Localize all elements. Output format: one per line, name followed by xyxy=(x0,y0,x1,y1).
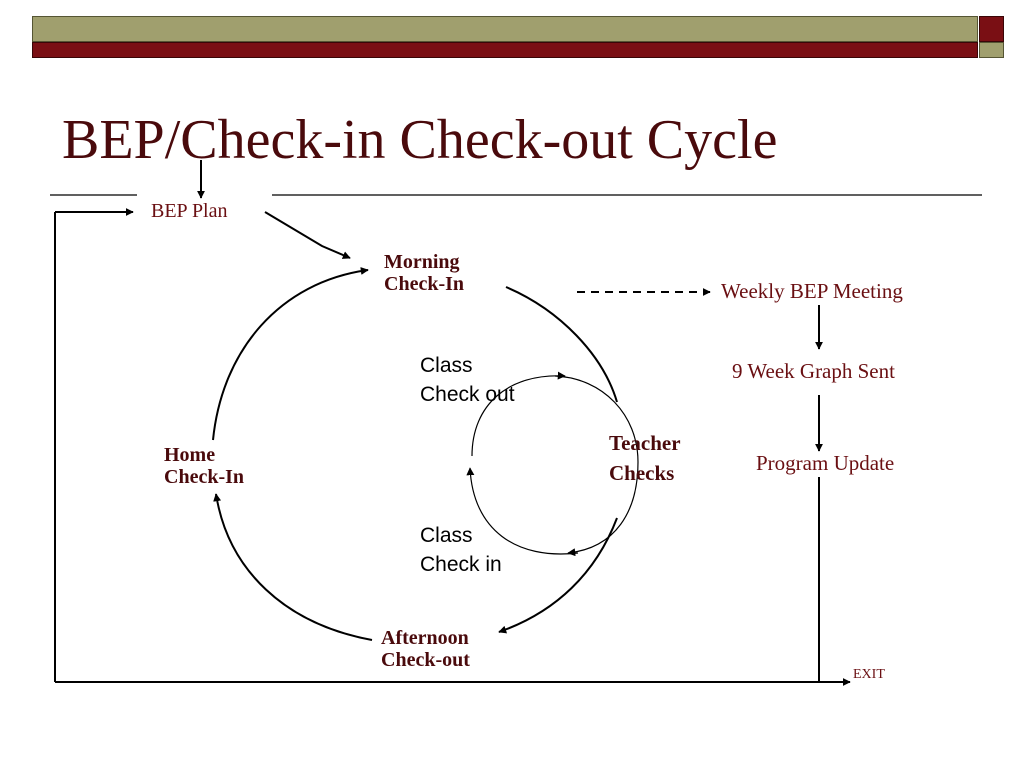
inner-arc-class-out xyxy=(471,371,566,457)
inner-arc-class-in xyxy=(466,467,579,555)
weekly-bep-meeting-label: Weekly BEP Meeting xyxy=(721,279,903,303)
slide-title: BEP/Check-in Check-out Cycle xyxy=(62,109,778,171)
afternoon-label-line2: Check-out xyxy=(381,649,470,671)
arc-teacher-to-afternoon xyxy=(498,517,618,634)
home-check-in-label: Home Check-In xyxy=(164,444,244,488)
morning-label-line1: Morning xyxy=(384,251,460,273)
afternoon-check-out-label: Afternoon Check-out xyxy=(381,627,470,671)
morning-label-line2: Check-In xyxy=(384,273,465,295)
arc-home-to-morning xyxy=(212,267,369,441)
header-square-olive xyxy=(979,42,1004,58)
arc-afternoon-to-home xyxy=(213,493,373,641)
arrow-bep-plan-to-morning xyxy=(264,211,351,259)
header-band-maroon xyxy=(32,42,978,58)
class-check-out-label: Class Check out xyxy=(420,351,515,410)
class-in-line1: Class xyxy=(420,524,473,547)
teacher-checks-label: Teacher Checks xyxy=(609,428,681,489)
morning-check-in-label: Morning Check-In xyxy=(384,251,464,295)
header-square-maroon xyxy=(979,16,1004,42)
class-in-line2: Check in xyxy=(420,553,502,577)
bep-plan-label: BEP Plan xyxy=(151,200,228,222)
home-label-line2: Check-In xyxy=(164,466,245,488)
inner-arc-teacher xyxy=(554,375,639,557)
class-check-in-label: Class Check in xyxy=(420,521,502,580)
header-band-olive xyxy=(32,16,978,42)
nine-week-graph-label: 9 Week Graph Sent xyxy=(732,359,895,383)
class-out-line2: Check out xyxy=(420,383,515,407)
program-update-label: Program Update xyxy=(756,451,895,475)
afternoon-label-line1: Afternoon xyxy=(381,627,469,649)
class-out-line1: Class xyxy=(420,354,473,377)
exit-label: EXIT xyxy=(853,667,885,682)
arc-morning-to-teacher xyxy=(505,286,618,403)
home-label-line1: Home xyxy=(164,444,216,466)
teacher-label-line1: Teacher xyxy=(609,431,681,455)
teacher-label-line2: Checks xyxy=(609,461,675,486)
